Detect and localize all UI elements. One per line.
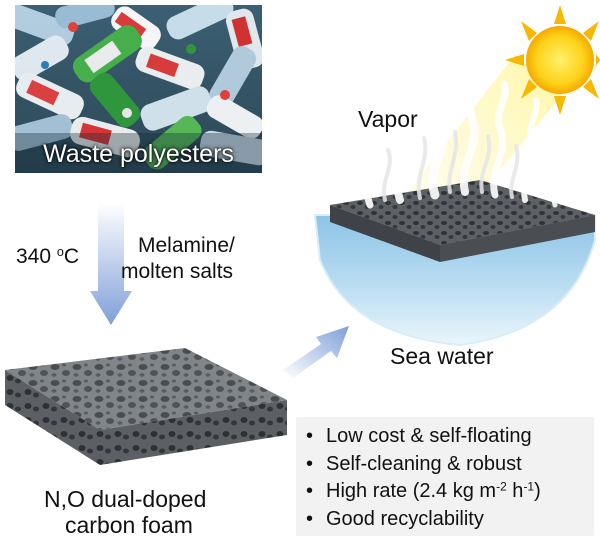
photo-caption: Waste polyesters [43,140,234,168]
diagonal-arrow [283,326,349,378]
sun-icon [505,5,600,115]
properties-box: Low cost & self-floating Self-cleaning &… [296,417,594,536]
properties-list: Low cost & self-floating Self-cleaning &… [306,423,594,533]
foam-label-line2: carbon foam [65,512,193,538]
vapor-label: Vapor [358,106,418,132]
reagents-label-line1: Melamine/ [138,234,235,257]
property-item: Low cost & self-floating [306,423,594,451]
temperature-label: 340 oC [16,245,80,268]
solar-evaporation-illustration [313,5,600,347]
waste-polyesters-photo: Waste polyesters [15,5,262,173]
reagents-label-line2: molten salts [121,260,234,283]
property-item: High rate (2.4 kg m-2 h-1) [306,478,594,506]
property-item: Good recyclability [306,506,594,534]
sea-water-label: Sea water [390,343,494,369]
foam-label-line1: N,O dual-doped [44,486,207,512]
property-item: Self-cleaning & robust [306,451,594,479]
carbon-foam-illustration [5,348,287,465]
down-arrow [90,203,132,325]
plastic-bottles-illustration [15,5,262,173]
